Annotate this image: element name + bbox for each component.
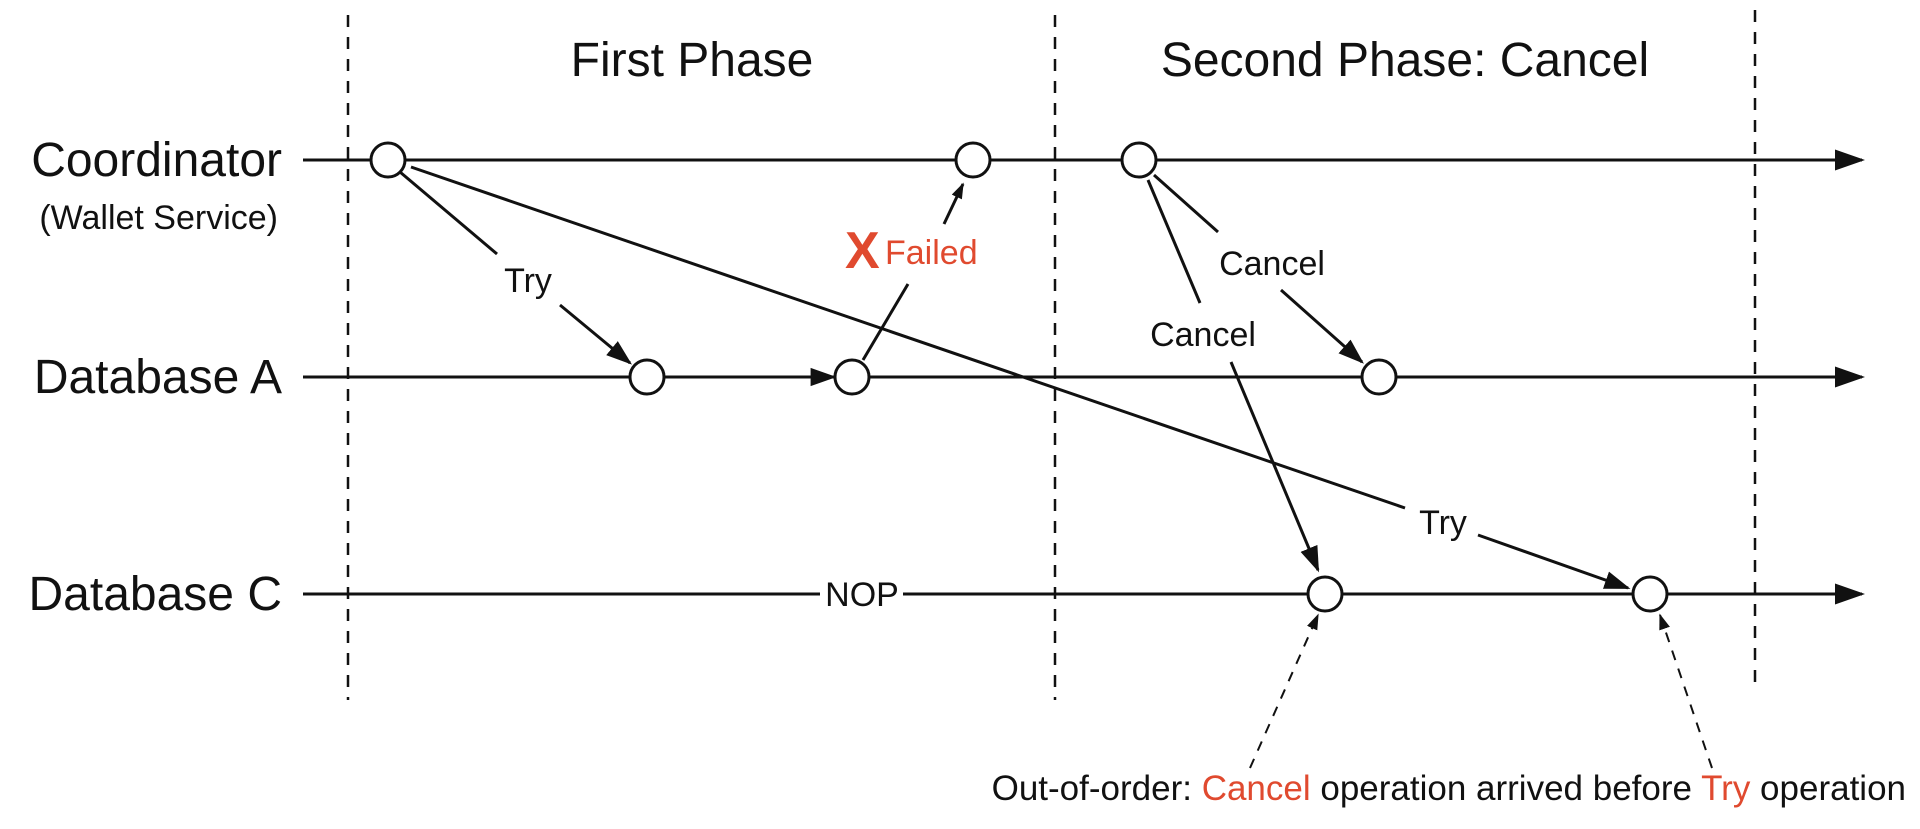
node-coordinator-cancel bbox=[1120, 141, 1158, 179]
note-middle: operation arrived before bbox=[1311, 769, 1701, 808]
node-database-a-cancel bbox=[1360, 358, 1398, 396]
note-cancel-highlight: Cancel bbox=[1202, 769, 1311, 808]
edge-label-try-to-c: Try bbox=[1419, 504, 1467, 542]
out-of-order-note: Out-of-order: Cancel operation arrived b… bbox=[992, 769, 1906, 808]
edge-label-failed: Failed bbox=[885, 234, 978, 272]
edge-try-to-c-lower bbox=[1477, 533, 1631, 590]
edge-failed-lower bbox=[861, 283, 910, 361]
nop-label: NOP bbox=[825, 576, 899, 614]
edge-cancel-to-c-upper bbox=[1146, 179, 1202, 304]
edge-cancel-to-c-lower bbox=[1229, 361, 1320, 573]
phase-title-second: Second Phase: Cancel bbox=[1161, 34, 1649, 87]
note-prefix: Out-of-order: bbox=[992, 769, 1202, 808]
node-database-c-cancel bbox=[1306, 575, 1344, 613]
callout-try-arrival bbox=[1659, 613, 1713, 769]
edge-label-cancel-to-c: Cancel bbox=[1150, 316, 1256, 354]
event-nodes bbox=[369, 141, 1669, 613]
edge-cancel-to-a-lower bbox=[1280, 288, 1364, 364]
phase-title-first: First Phase bbox=[571, 34, 814, 87]
lane-label-coordinator: Coordinator bbox=[31, 134, 282, 187]
node-database-c-try bbox=[1631, 575, 1669, 613]
lane-label-database-a: Database A bbox=[34, 351, 282, 404]
node-database-a-fail bbox=[833, 358, 871, 396]
edge-label-try-to-a: Try bbox=[504, 262, 552, 300]
lane-label-database-c: Database C bbox=[29, 568, 282, 621]
note-suffix: operation bbox=[1750, 769, 1906, 808]
edge-try-to-c-upper bbox=[410, 165, 1406, 510]
node-coordinator-failed-received bbox=[954, 141, 992, 179]
node-database-a-try bbox=[628, 358, 666, 396]
failed-x-icon: X bbox=[845, 222, 880, 280]
edge-cancel-to-a-upper bbox=[1153, 173, 1219, 234]
edge-try-to-a-upper bbox=[399, 170, 498, 256]
edge-label-cancel-to-a: Cancel bbox=[1219, 245, 1325, 283]
edge-try-to-a-lower bbox=[559, 303, 633, 365]
node-coordinator-start bbox=[369, 141, 407, 179]
callout-cancel-arrival bbox=[1249, 613, 1319, 769]
edge-failed-upper bbox=[942, 182, 965, 225]
note-try-highlight: Try bbox=[1701, 769, 1751, 808]
lane-sublabel-coordinator: (Wallet Service) bbox=[39, 199, 278, 237]
